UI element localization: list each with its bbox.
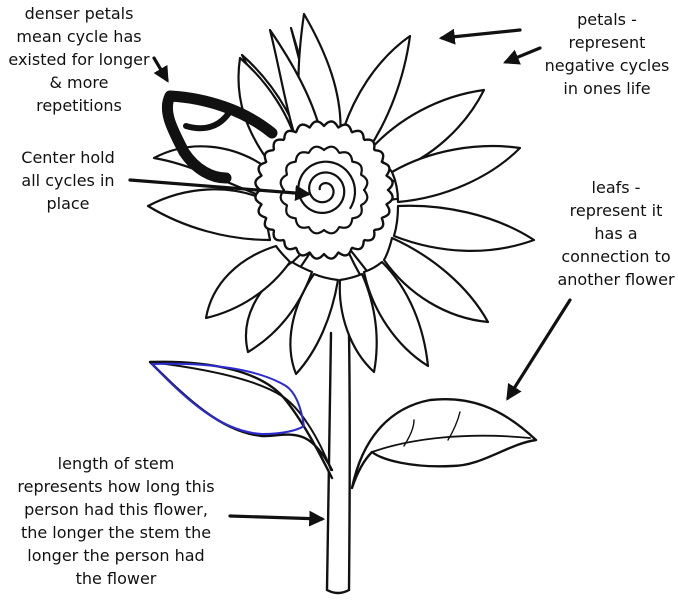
petal-ene [390, 145, 522, 204]
arrow-petals-2 [503, 46, 542, 65]
petal-sw [204, 244, 292, 320]
arrow-petals-1 [438, 28, 522, 45]
stem [325, 331, 351, 595]
arrow-center [128, 178, 312, 201]
left-leaf [148, 360, 334, 480]
marker-scribble-inner [183, 105, 235, 132]
flower-center [254, 120, 394, 260]
annotation-center: Center hold all cycles in place [21, 148, 115, 213]
annotation-leafs: leafs - represent it has a connection to… [557, 178, 675, 289]
petal-w [146, 188, 272, 242]
center-spiral [297, 160, 357, 214]
petal-s [289, 272, 340, 376]
annotation-denser-petals: denser petals mean cycle has existed for… [8, 4, 150, 115]
petal-ssw [244, 260, 314, 354]
arrow-stem [228, 510, 326, 527]
petal-ese [382, 236, 490, 324]
petal-se [362, 260, 430, 368]
annotation-stem-length: length of stem represents how long this … [17, 454, 215, 588]
petal-e [392, 204, 536, 252]
annotation-arrows [128, 28, 572, 527]
right-leaf [350, 398, 538, 490]
petal-sse [338, 272, 378, 374]
annotation-petals: petals - represent negative cycles in on… [544, 10, 670, 98]
arrow-denser [152, 56, 169, 83]
arrow-leafs [506, 298, 572, 401]
